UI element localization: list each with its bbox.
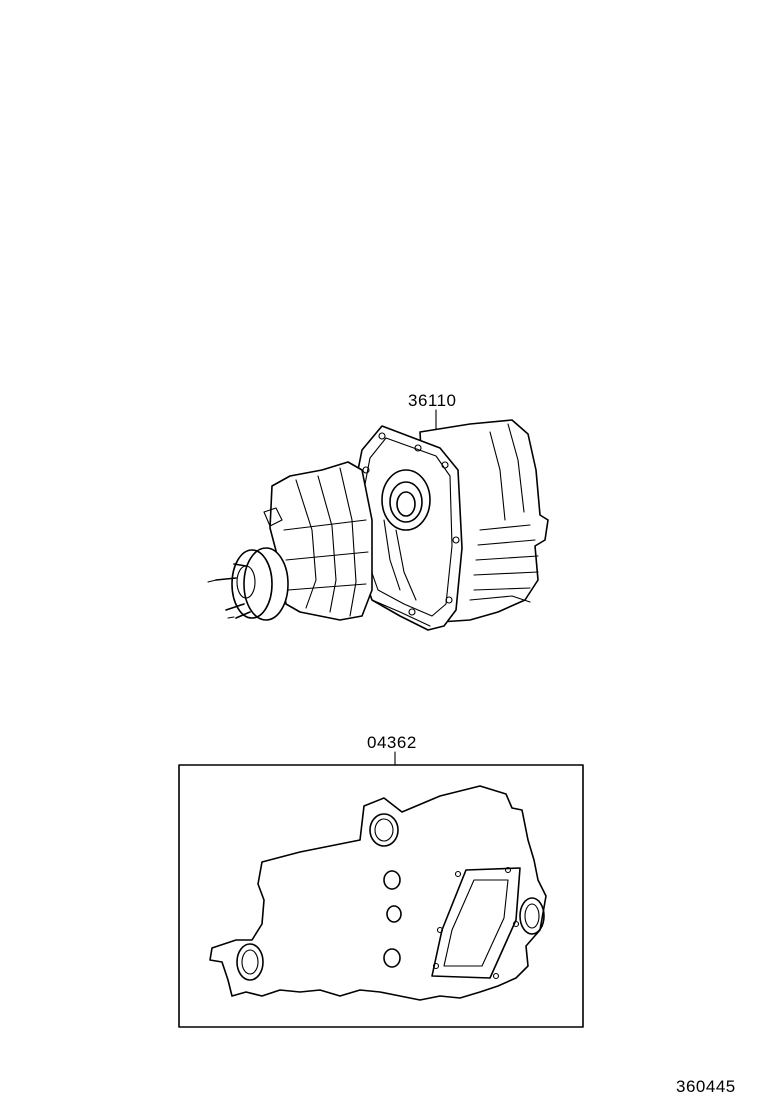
part-number-36110[interactable]: 36110: [408, 391, 457, 410]
gasket-kit-frame: [178, 764, 584, 1028]
gasket-kit-drawing[interactable]: [178, 751, 584, 1028]
transfer-case-drawing[interactable]: [207, 409, 549, 631]
part-number-04362[interactable]: 04362: [367, 733, 417, 752]
diagram-reference-number: 360445: [676, 1077, 736, 1096]
